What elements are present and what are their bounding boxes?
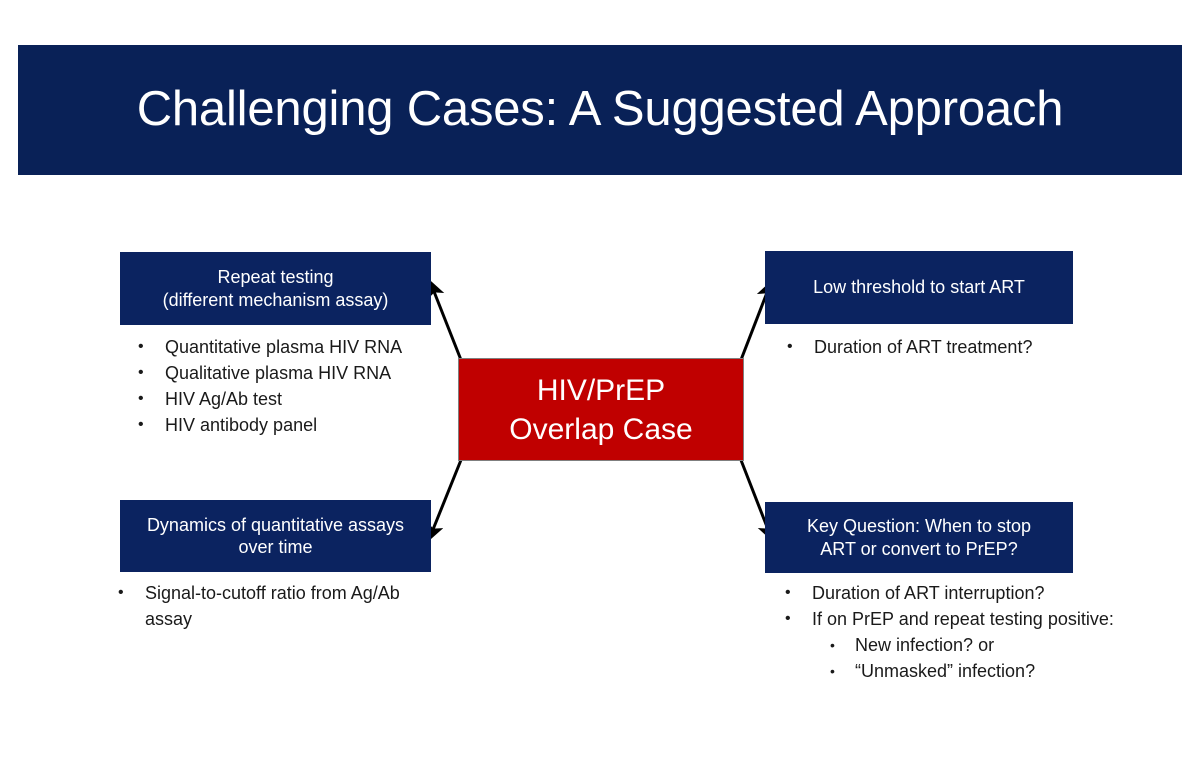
bullet-icon: • (138, 364, 144, 381)
slide-title-bar: Challenging Cases: A Suggested Approach (18, 45, 1182, 175)
list-item-label: Duration of ART interruption? (812, 583, 1045, 603)
sub-list-item-label: New infection? or (855, 635, 995, 655)
center-box-hiv-prep-overlap-case: HIV/PrEP Overlap Case (458, 358, 744, 461)
bullet-icon: • (138, 338, 144, 355)
bullet-icon: • (118, 584, 124, 601)
list-item-label: Quantitative plasma HIV RNA (165, 337, 403, 357)
list-item: • Duration of ART interruption? (785, 580, 1185, 606)
list-item-label: If on PrEP and repeat testing positive: (812, 609, 1114, 629)
header-line-2: ART or convert to PrEP? (820, 538, 1018, 559)
header-box-repeat-testing: Repeat testing (different mechanism assa… (120, 252, 431, 325)
header-line-1: Key Question: When to stop (806, 516, 1032, 536)
list-item: • Quantitative plasma HIV RNA (138, 334, 438, 360)
bullet-icon: • (138, 390, 144, 407)
bullet-icon: • (785, 610, 791, 627)
bullet-list-key-question: • Duration of ART interruption? • If on … (785, 580, 1185, 684)
header-box-low-threshold-to-start-art: Low threshold to start ART (765, 251, 1073, 324)
center-box-line-2: Overlap Case (509, 412, 693, 446)
arrow-center-to-bottom-left (426, 454, 465, 542)
header-line-1: Dynamics of quantitative assays (146, 514, 405, 535)
header-line-1: Repeat testing (217, 267, 334, 287)
header-line-1: Low threshold to start ART (813, 277, 1025, 298)
page-title: Challenging Cases: A Suggested Approach (136, 82, 1064, 137)
list-item: • HIV Ag/Ab test (138, 386, 438, 412)
bullet-icon: • (830, 637, 835, 653)
list-item: • If on PrEP and repeat testing positive… (785, 606, 1185, 632)
list-item: • HIV antibody panel (138, 412, 438, 438)
sub-list-item: • “Unmasked” infection? (785, 658, 1185, 684)
list-item: • Qualitative plasma HIV RNA (138, 360, 438, 386)
header-box-key-question: Key Question: When to stop ART or conver… (765, 502, 1073, 573)
sub-list-item-label: “Unmasked” infection? (855, 661, 1036, 681)
bullet-list-low-threshold: • Duration of ART treatment? (787, 334, 1087, 360)
list-item: • Duration of ART treatment? (787, 334, 1087, 360)
bullet-icon: • (785, 584, 791, 601)
list-item-label: HIV Ag/Ab test (165, 389, 283, 409)
bullet-icon: • (787, 338, 793, 355)
arrow-center-to-top-right (737, 280, 774, 366)
list-item-label: Duration of ART treatment? (814, 337, 1033, 357)
sub-list-item: • New infection? or (785, 632, 1185, 658)
bullet-icon: • (138, 416, 144, 433)
header-line-2: over time (238, 537, 313, 557)
header-line-2: (different mechanism assay) (162, 289, 389, 310)
center-box-line-1: HIV/PrEP (536, 373, 666, 407)
bullet-list-repeat-testing: • Quantitative plasma HIV RNA • Qualitat… (138, 334, 438, 438)
list-item: • Signal-to-cutoff ratio from Ag/Ab assa… (118, 580, 418, 632)
list-item-label: Signal-to-cutoff ratio from Ag/Ab assay (145, 583, 400, 629)
bullet-icon: • (830, 663, 835, 679)
bullet-list-dynamics: • Signal-to-cutoff ratio from Ag/Ab assa… (118, 580, 418, 632)
list-item-label: Qualitative plasma HIV RNA (165, 363, 392, 383)
list-item-label: HIV antibody panel (165, 415, 318, 435)
header-box-dynamics-of-quantitative-assays: Dynamics of quantitative assays over tim… (120, 500, 431, 572)
